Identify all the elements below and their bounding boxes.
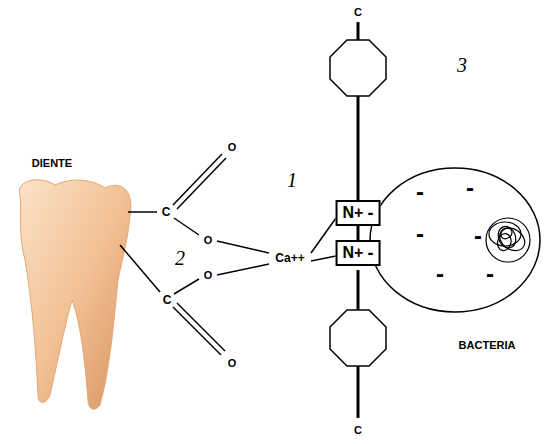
charge-sign: - [416,180,424,204]
structure-label: DIENTE [32,158,72,169]
charge-sign: - [436,262,444,286]
amine-label: N+ [343,245,364,261]
charge-sign: - [486,262,494,286]
callout-number: 2 [175,248,185,268]
atom-label: O [228,142,237,153]
charge-sign: - [367,244,373,262]
charge-sign: - [367,204,373,222]
structure-label: BACTERIA [459,340,516,351]
charge-sign: - [466,176,474,200]
coil-stroke [496,232,513,252]
atom-label: C [163,294,172,306]
bonds [120,154,336,355]
atom-label: O [204,235,213,246]
charge-sign: - [474,224,482,248]
bacterium-cell [370,168,540,312]
atom-label: O [204,270,213,281]
ion-label: Ca++ [275,252,304,264]
membrane-rod-link [357,226,360,240]
nucleoid [486,218,530,262]
callout-number: 1 [287,170,297,190]
callout-number: 3 [457,55,467,75]
atom-label: C [354,425,362,436]
octagon-ring [330,310,386,366]
octagon-ring [330,40,386,96]
atom-label: O [228,358,237,369]
atom-label: C [354,7,362,18]
amine-label: N+ [343,205,364,221]
amine-group-box: N+- [336,240,381,266]
amine-group-box: N+- [336,200,381,226]
charge-sign: - [416,222,424,246]
atom-label: C [162,206,171,218]
coil-stroke [495,223,529,255]
tooth [19,180,131,409]
coil-stroke [499,226,514,241]
